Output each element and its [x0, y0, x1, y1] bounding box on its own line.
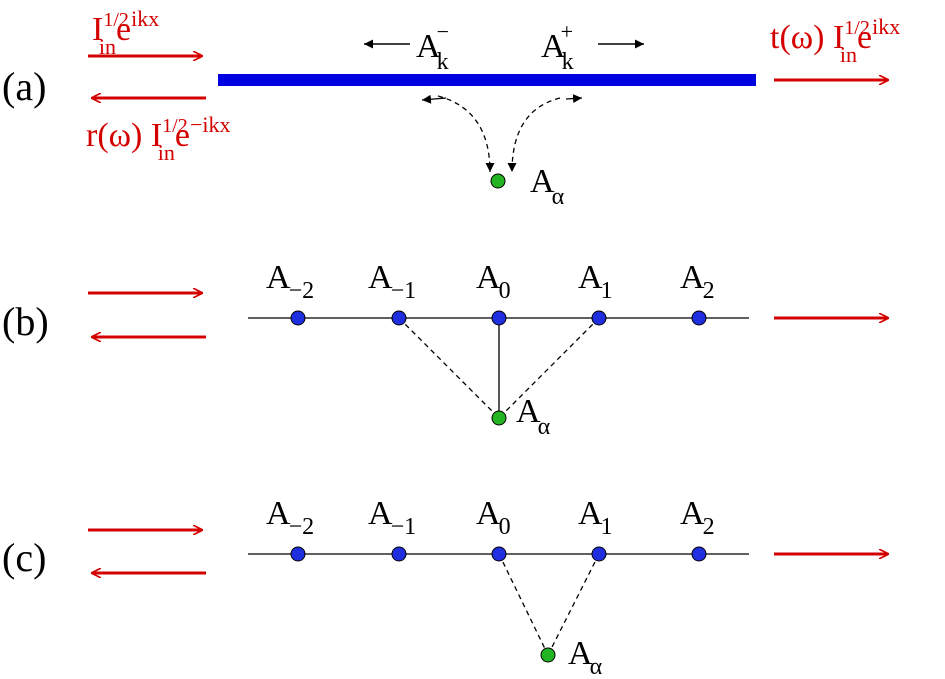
site-node: [491, 310, 507, 326]
site-p1: A1: [578, 259, 613, 326]
site-p2: A2: [680, 259, 715, 326]
coupling-dashed-right: [498, 317, 600, 419]
site-label: A0: [476, 259, 511, 304]
panel-a-label: (a): [2, 64, 46, 109]
site-m2: A−2: [266, 495, 314, 562]
site-label: A1: [578, 259, 613, 304]
site-label: A2: [680, 495, 715, 540]
atom-label-a: Aα: [530, 163, 565, 210]
coupling-dashed-right: [547, 553, 600, 656]
site-label: A−1: [368, 495, 416, 540]
atom-node-c: [540, 647, 556, 663]
site-label: A2: [680, 259, 715, 304]
panel-c: (c) A−2 A−1 A0 A1 A2 Aα: [2, 495, 888, 679]
site-node: [591, 546, 607, 562]
site-0: A0: [476, 495, 511, 562]
atom-label-c: Aα: [568, 635, 603, 679]
site-m1: A−1: [368, 259, 416, 326]
atom-node-a: [490, 173, 506, 189]
panel-c-label: (c): [2, 535, 46, 580]
site-node: [691, 310, 707, 326]
site-m1: A−1: [368, 495, 416, 562]
site-label: A1: [578, 495, 613, 540]
coupling-left-curve: [437, 95, 495, 173]
coupling-left-arrowhead: [421, 94, 447, 104]
site-node: [391, 546, 407, 562]
site-node: [290, 310, 306, 326]
site-node: [491, 546, 507, 562]
coupling-dashed-left: [498, 553, 549, 656]
site-p1: A1: [578, 495, 613, 562]
site-label: A−2: [266, 259, 314, 304]
site-node: [691, 546, 707, 562]
site-label: A0: [476, 495, 511, 540]
site-label: A−1: [368, 259, 416, 304]
site-label: A−2: [266, 495, 314, 540]
mode-minus-label: Ak−: [416, 19, 449, 75]
panel-b-label: (b): [2, 299, 49, 344]
coupling-right-arrowhead: [565, 94, 583, 104]
site-p2: A2: [680, 495, 715, 562]
site-0: A0: [476, 259, 511, 326]
mode-plus-label: Ak+: [541, 19, 574, 75]
site-node: [591, 310, 607, 326]
atom-node-b: [491, 410, 507, 426]
site-node: [290, 546, 306, 562]
atom-label-b: Aα: [516, 393, 551, 440]
coupling-right-curve: [507, 97, 561, 173]
coupling-dashed-left: [398, 317, 500, 419]
waveguide: [218, 74, 756, 86]
site-node: [391, 310, 407, 326]
panel-b: (b) A−2 A−1 A0 A1 A2 Aα: [2, 259, 888, 440]
site-m2: A−2: [266, 259, 314, 326]
